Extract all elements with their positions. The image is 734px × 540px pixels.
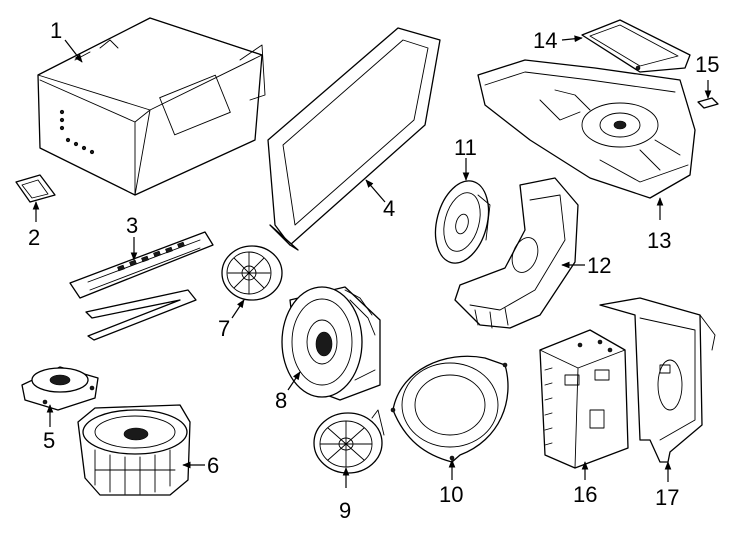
callout-8: 8 bbox=[275, 388, 287, 413]
leader-8 bbox=[287, 371, 301, 391]
part-8-door-speaker bbox=[281, 286, 381, 401]
control-buttons bbox=[117, 241, 185, 272]
callout-5: 5 bbox=[43, 428, 55, 453]
callout-16: 16 bbox=[573, 482, 597, 507]
callout-15: 15 bbox=[695, 52, 719, 77]
part-10-oval-speaker bbox=[390, 355, 509, 463]
part-6-midrange-speaker bbox=[77, 404, 191, 496]
callout-10: 10 bbox=[439, 482, 463, 507]
callout-4: 4 bbox=[383, 196, 395, 221]
callout-2: 2 bbox=[28, 225, 40, 250]
callout-7: 7 bbox=[218, 316, 230, 341]
part-15-pad bbox=[697, 97, 719, 109]
part-1-radio-receiver-unit bbox=[37, 17, 266, 196]
part-12-speaker-enclosure bbox=[454, 177, 579, 329]
part-17-amplifier-bracket bbox=[599, 297, 716, 463]
part-13-subwoofer-assembly bbox=[477, 59, 696, 199]
callout-14: 14 bbox=[533, 28, 557, 53]
callout-12: 12 bbox=[587, 253, 611, 278]
callout-17: 17 bbox=[655, 485, 679, 510]
part-4-display-screen bbox=[267, 27, 441, 251]
part-11-upper-speaker bbox=[434, 180, 491, 264]
callout-11: 11 bbox=[454, 135, 477, 160]
part-9-tweeter-grille bbox=[313, 409, 385, 474]
part-2-bezel-clip bbox=[15, 174, 56, 203]
part-14-subwoofer-cover bbox=[581, 19, 691, 73]
callout-3: 3 bbox=[126, 213, 138, 238]
leader-7 bbox=[231, 299, 245, 319]
callout-13: 13 bbox=[647, 228, 671, 253]
leader-1 bbox=[64, 39, 83, 63]
port-dots bbox=[59, 109, 95, 155]
leader-4 bbox=[365, 179, 386, 203]
part-7-tweeter-small bbox=[221, 245, 283, 301]
part-16-amplifier bbox=[539, 329, 629, 469]
leaders bbox=[32, 35, 712, 488]
callout-9: 9 bbox=[339, 498, 351, 523]
part-5-tweeter bbox=[21, 366, 99, 411]
part-3-control-panel bbox=[69, 231, 214, 341]
callout-numbers: 1 2 3 4 5 6 7 8 9 10 11 12 13 14 15 16 1… bbox=[28, 18, 719, 523]
leader-14 bbox=[561, 35, 583, 43]
callout-6: 6 bbox=[207, 453, 219, 478]
callout-1: 1 bbox=[50, 18, 62, 43]
